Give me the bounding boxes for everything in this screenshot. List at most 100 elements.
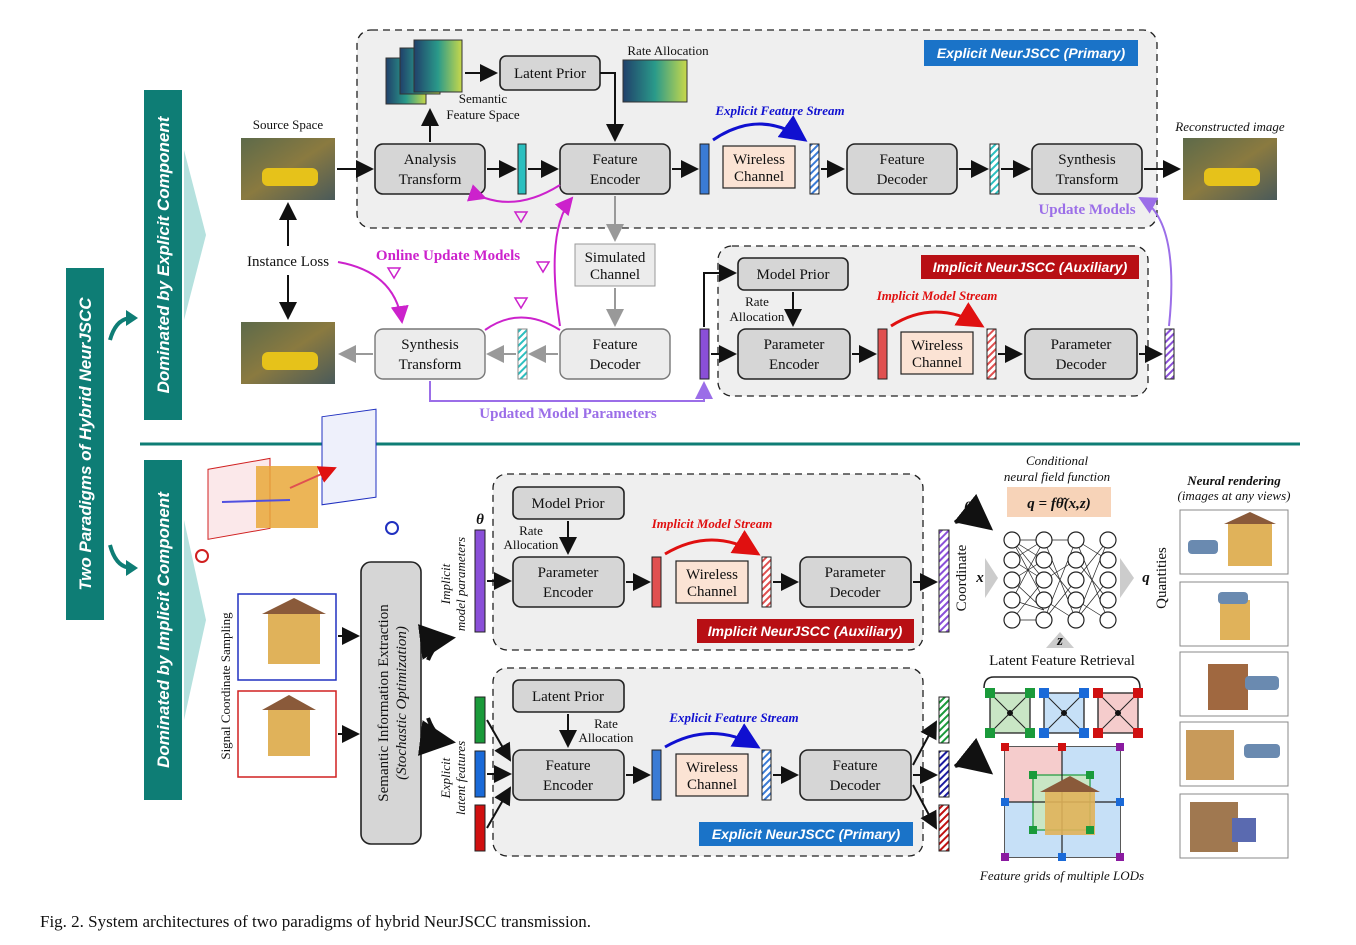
param-dec-top-l1: Parameter bbox=[1051, 337, 1112, 353]
explicit-latent-l2: latent features bbox=[453, 741, 468, 815]
z-label: z bbox=[1056, 633, 1063, 649]
side-label-implicit: Dominated by Implicit Component bbox=[154, 491, 173, 768]
latent-prior-box-bot bbox=[512, 679, 625, 713]
x-label: x bbox=[975, 570, 984, 586]
feature-decoder-top-l2: Decoder bbox=[877, 172, 928, 188]
z-input-arrow bbox=[1046, 632, 1074, 648]
explicit-stream-arc-bot bbox=[664, 723, 761, 749]
rendered-view-3 bbox=[1179, 651, 1289, 717]
reconstructed-label: Reconstructed image bbox=[1174, 119, 1285, 134]
rate-alloc-bot1-l2: Allocation bbox=[504, 537, 559, 552]
feature-bar-blue-rx-bot bbox=[761, 749, 772, 801]
explicit-primary-label-top: Explicit NeurJSCC (Primary) bbox=[937, 45, 1126, 61]
latent-bar-blue bbox=[474, 750, 486, 798]
q-label: q bbox=[1142, 570, 1150, 586]
grid-cell-red bbox=[1093, 688, 1143, 738]
parameter-decoder-box-top bbox=[1024, 328, 1138, 380]
latent-retrieval-label: Latent Feature Retrieval bbox=[989, 653, 1135, 669]
explicit-latent-l1: Explicit bbox=[438, 757, 453, 799]
param-bar-red-bot bbox=[651, 556, 662, 608]
model-prior-bot: Model Prior bbox=[532, 496, 605, 512]
online-update-label: Online Update Models bbox=[376, 248, 520, 264]
branch-up-arrow bbox=[418, 624, 456, 661]
side-label-main: Two Paradigms of Hybrid NeurJSCC bbox=[76, 297, 95, 591]
arrow-latentprior-encoder bbox=[600, 72, 624, 142]
arrow-green-fenc bbox=[486, 719, 511, 762]
param-enc-bot-l2: Encoder bbox=[543, 585, 593, 601]
simulated-l2: Channel bbox=[590, 267, 640, 283]
roof-icon-1 bbox=[262, 598, 326, 614]
feature-encoder-top-l2: Encoder bbox=[590, 172, 640, 188]
gradient-tri-3 bbox=[386, 267, 402, 280]
parameter-decoder-box-bot bbox=[799, 556, 912, 608]
rate-alloc-bot2-l2: Allocation bbox=[579, 730, 634, 745]
wireless-channel-box-top2 bbox=[900, 331, 974, 375]
param-enc-top-l1: Parameter bbox=[764, 337, 825, 353]
arrow-param-modelprior bbox=[703, 264, 737, 327]
updated-params-arrow bbox=[429, 381, 713, 402]
wireless-channel-box-bot1 bbox=[675, 560, 749, 604]
gradient-tri-2 bbox=[535, 261, 551, 274]
feature-encoder-box-top bbox=[559, 143, 671, 195]
explicit-primary-label-bot: Explicit NeurJSCC (Primary) bbox=[712, 826, 901, 842]
received-bar-blue bbox=[809, 143, 820, 195]
wireless-top-l1: Wireless bbox=[733, 152, 785, 168]
implicit-aux-label-bg-bot bbox=[697, 619, 914, 643]
update-models-label: Update Models bbox=[1038, 202, 1135, 218]
theta-hat-label: θ̂ bbox=[964, 500, 976, 516]
rate-allocation-top: Rate Allocation bbox=[627, 43, 709, 58]
parameter-encoder-box-top bbox=[737, 328, 851, 380]
implicit-stream-bot: Implicit Model Stream bbox=[651, 516, 773, 531]
house-icon-1 bbox=[268, 612, 320, 664]
semantic-fs-l1: Semantic bbox=[459, 91, 508, 106]
wireless-channel-box-bot2 bbox=[675, 753, 749, 797]
implicit-params-l2: model parameters bbox=[453, 537, 468, 631]
arrow-to-grids bbox=[953, 737, 994, 775]
implicit-aux-label-bot: Implicit NeurJSCC (Auxiliary) bbox=[708, 623, 903, 639]
param-enc-top-l2: Encoder bbox=[769, 357, 819, 373]
param-dec-bot-l1: Parameter bbox=[825, 565, 886, 581]
grid-cell-green bbox=[985, 688, 1035, 738]
source-raft-icon bbox=[262, 168, 318, 186]
rendered-view-5 bbox=[1179, 793, 1289, 859]
param-dec-bot-l2: Decoder bbox=[830, 585, 881, 601]
cond-nf-l1: Conditional bbox=[1026, 453, 1089, 468]
latent-bar-teal bbox=[517, 143, 527, 195]
curve-arrow-down-head bbox=[126, 560, 138, 576]
side-label-explicit: Dominated by Explicit Component bbox=[154, 115, 173, 393]
synthesis-bot-l2: Transform bbox=[399, 357, 462, 373]
rx-bar-green bbox=[938, 696, 950, 744]
formula-bg bbox=[1007, 487, 1111, 517]
feature-dec-bot-l2: Decoder bbox=[830, 778, 881, 794]
implicit-params-l1: Implicit bbox=[438, 563, 453, 605]
latent-prior-bot: Latent Prior bbox=[532, 689, 604, 705]
feature-dec-bot-l1: Feature bbox=[833, 758, 878, 774]
feature-decoder-top-l1: Feature bbox=[880, 152, 925, 168]
feature-decoder-sim-l1: Feature bbox=[593, 337, 638, 353]
model-param-bar bbox=[699, 328, 710, 380]
cond-nf-l2: neural field function bbox=[1004, 469, 1110, 484]
branch-down-arrow bbox=[418, 717, 456, 756]
ray-blue bbox=[221, 499, 291, 503]
synthesis-top-l2: Transform bbox=[1056, 172, 1119, 188]
wireless-bot1-l1: Wireless bbox=[686, 567, 738, 583]
feature-decoder-box-bot bbox=[799, 749, 912, 801]
house-3d-icon bbox=[256, 466, 318, 528]
coordinate-label: Coordinate bbox=[954, 544, 970, 611]
analysis-transform-box bbox=[374, 143, 486, 195]
fan-explicit bbox=[184, 150, 206, 320]
instance-loss-label: Instance Loss bbox=[247, 254, 329, 270]
wireless-bot2-l2: Channel bbox=[687, 777, 737, 793]
param-dec-top-l2: Decoder bbox=[1056, 357, 1107, 373]
analysis-transform-l2: Transform bbox=[399, 172, 462, 188]
source-space-label: Source Space bbox=[253, 117, 324, 132]
theta-label: θ bbox=[476, 512, 484, 528]
explicit-primary-label-bg-top bbox=[924, 40, 1138, 66]
latent-prior-top: Latent Prior bbox=[514, 66, 586, 82]
model-prior-box-top bbox=[737, 257, 849, 291]
roof-icon-2 bbox=[262, 695, 316, 710]
sie-l1: Semantic Information Extraction bbox=[376, 604, 392, 802]
feature-bar-blue-bot bbox=[651, 749, 662, 801]
grid-cell-blue bbox=[1039, 688, 1089, 738]
